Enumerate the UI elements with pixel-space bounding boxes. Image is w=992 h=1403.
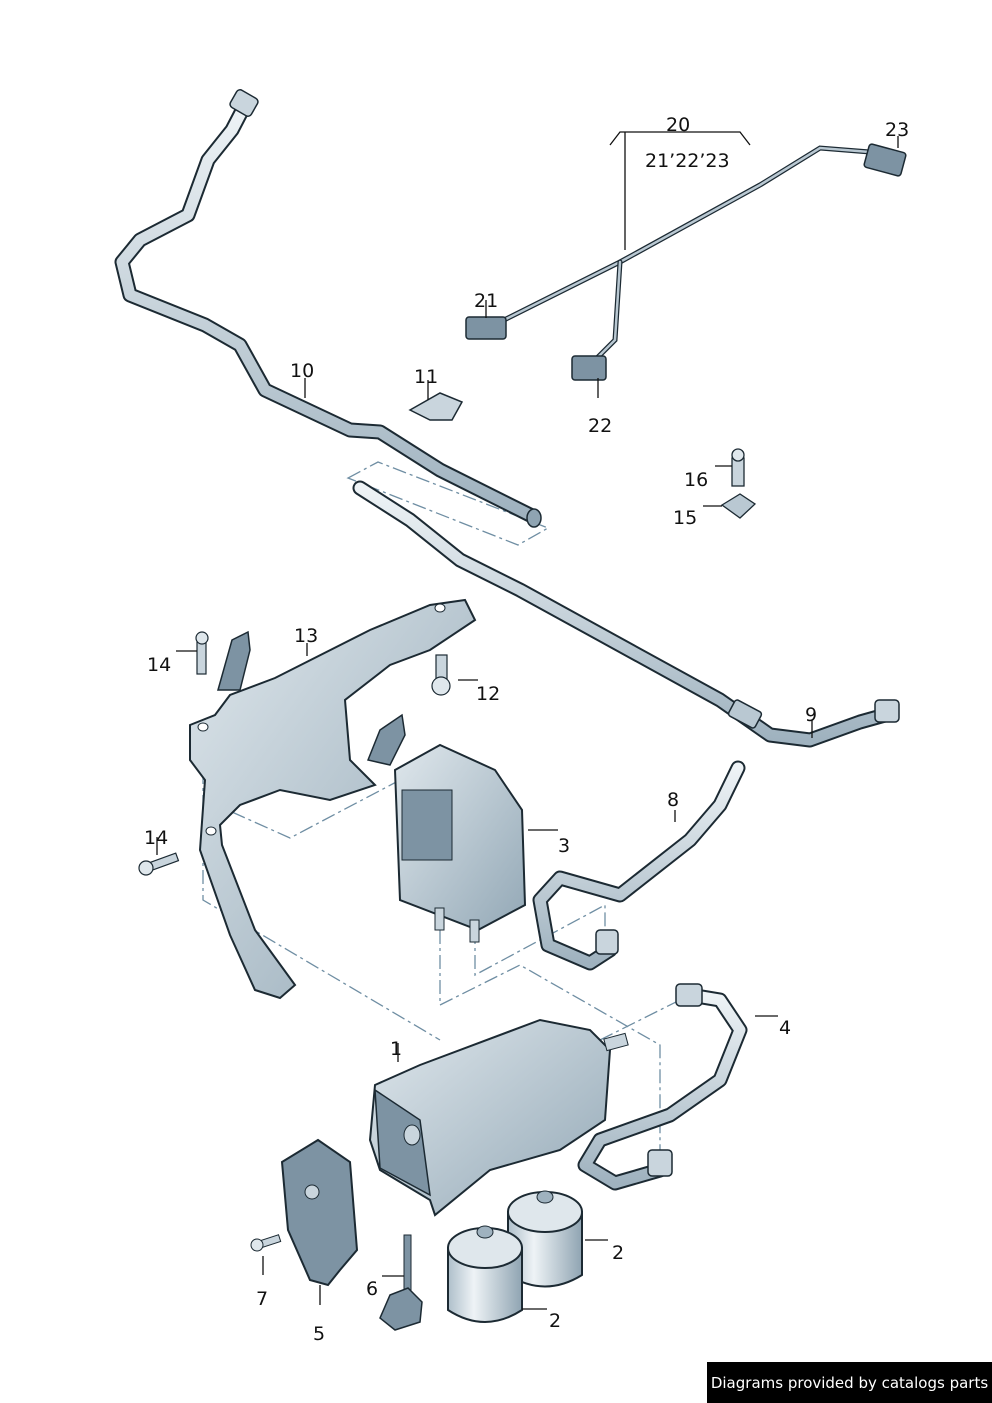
sensor-6 <box>379 1234 423 1331</box>
filter-2-front <box>447 1225 523 1323</box>
connector-21 <box>465 316 507 340</box>
wiring-harness-20 <box>497 145 873 363</box>
actuator-5 <box>280 1138 359 1287</box>
callout-3: 3 <box>558 835 571 857</box>
screw-14-side <box>138 852 180 876</box>
callout-7: 7 <box>256 1288 269 1310</box>
callout-8: 8 <box>667 789 680 811</box>
callout-1: 1 <box>390 1038 403 1060</box>
callout-20-includes: 21’22’23 <box>645 150 730 172</box>
callout-16: 16 <box>684 469 709 491</box>
callout-4: 4 <box>779 1017 792 1039</box>
bolt-16 <box>731 448 745 487</box>
callout-21: 21 <box>474 290 499 312</box>
fuel-line-4 <box>577 983 748 1191</box>
fuel-line-9 <box>352 480 900 748</box>
control-unit-3 <box>393 743 527 943</box>
callout-12: 12 <box>476 683 501 705</box>
clip-nut-15 <box>720 493 757 519</box>
fuel-line-10 <box>114 89 542 528</box>
callout-15: 15 <box>673 507 698 529</box>
heater-unit-1 <box>368 1018 629 1217</box>
attribution-text: Diagrams provided by catalogs parts <box>710 1373 989 1392</box>
callout-5: 5 <box>313 1323 326 1345</box>
attribution-footer: Diagrams provided by catalogs parts <box>707 1362 992 1403</box>
bracket-13 <box>189 598 477 1000</box>
screw-7 <box>250 1234 282 1252</box>
callout-11: 11 <box>414 366 439 388</box>
callout-6: 6 <box>366 1278 379 1300</box>
callout-23: 23 <box>885 119 910 141</box>
callout-10: 10 <box>290 360 315 382</box>
fuel-line-8 <box>532 760 746 971</box>
callout-20: 20 <box>666 114 691 136</box>
clip-11 <box>408 392 464 421</box>
callout-14-side: 14 <box>144 827 169 849</box>
callout-22: 22 <box>588 415 613 437</box>
connector-23 <box>863 143 907 177</box>
connector-22 <box>571 355 607 381</box>
callout-9: 9 <box>805 704 818 726</box>
screw-14-top <box>195 631 209 675</box>
callout-13: 13 <box>294 625 319 647</box>
callout-2-front: 2 <box>549 1310 562 1332</box>
callout-2-rear: 2 <box>612 1242 625 1264</box>
bolt-12 <box>431 654 451 696</box>
callout-14-top: 14 <box>147 654 172 676</box>
leader-lines <box>156 131 899 1310</box>
